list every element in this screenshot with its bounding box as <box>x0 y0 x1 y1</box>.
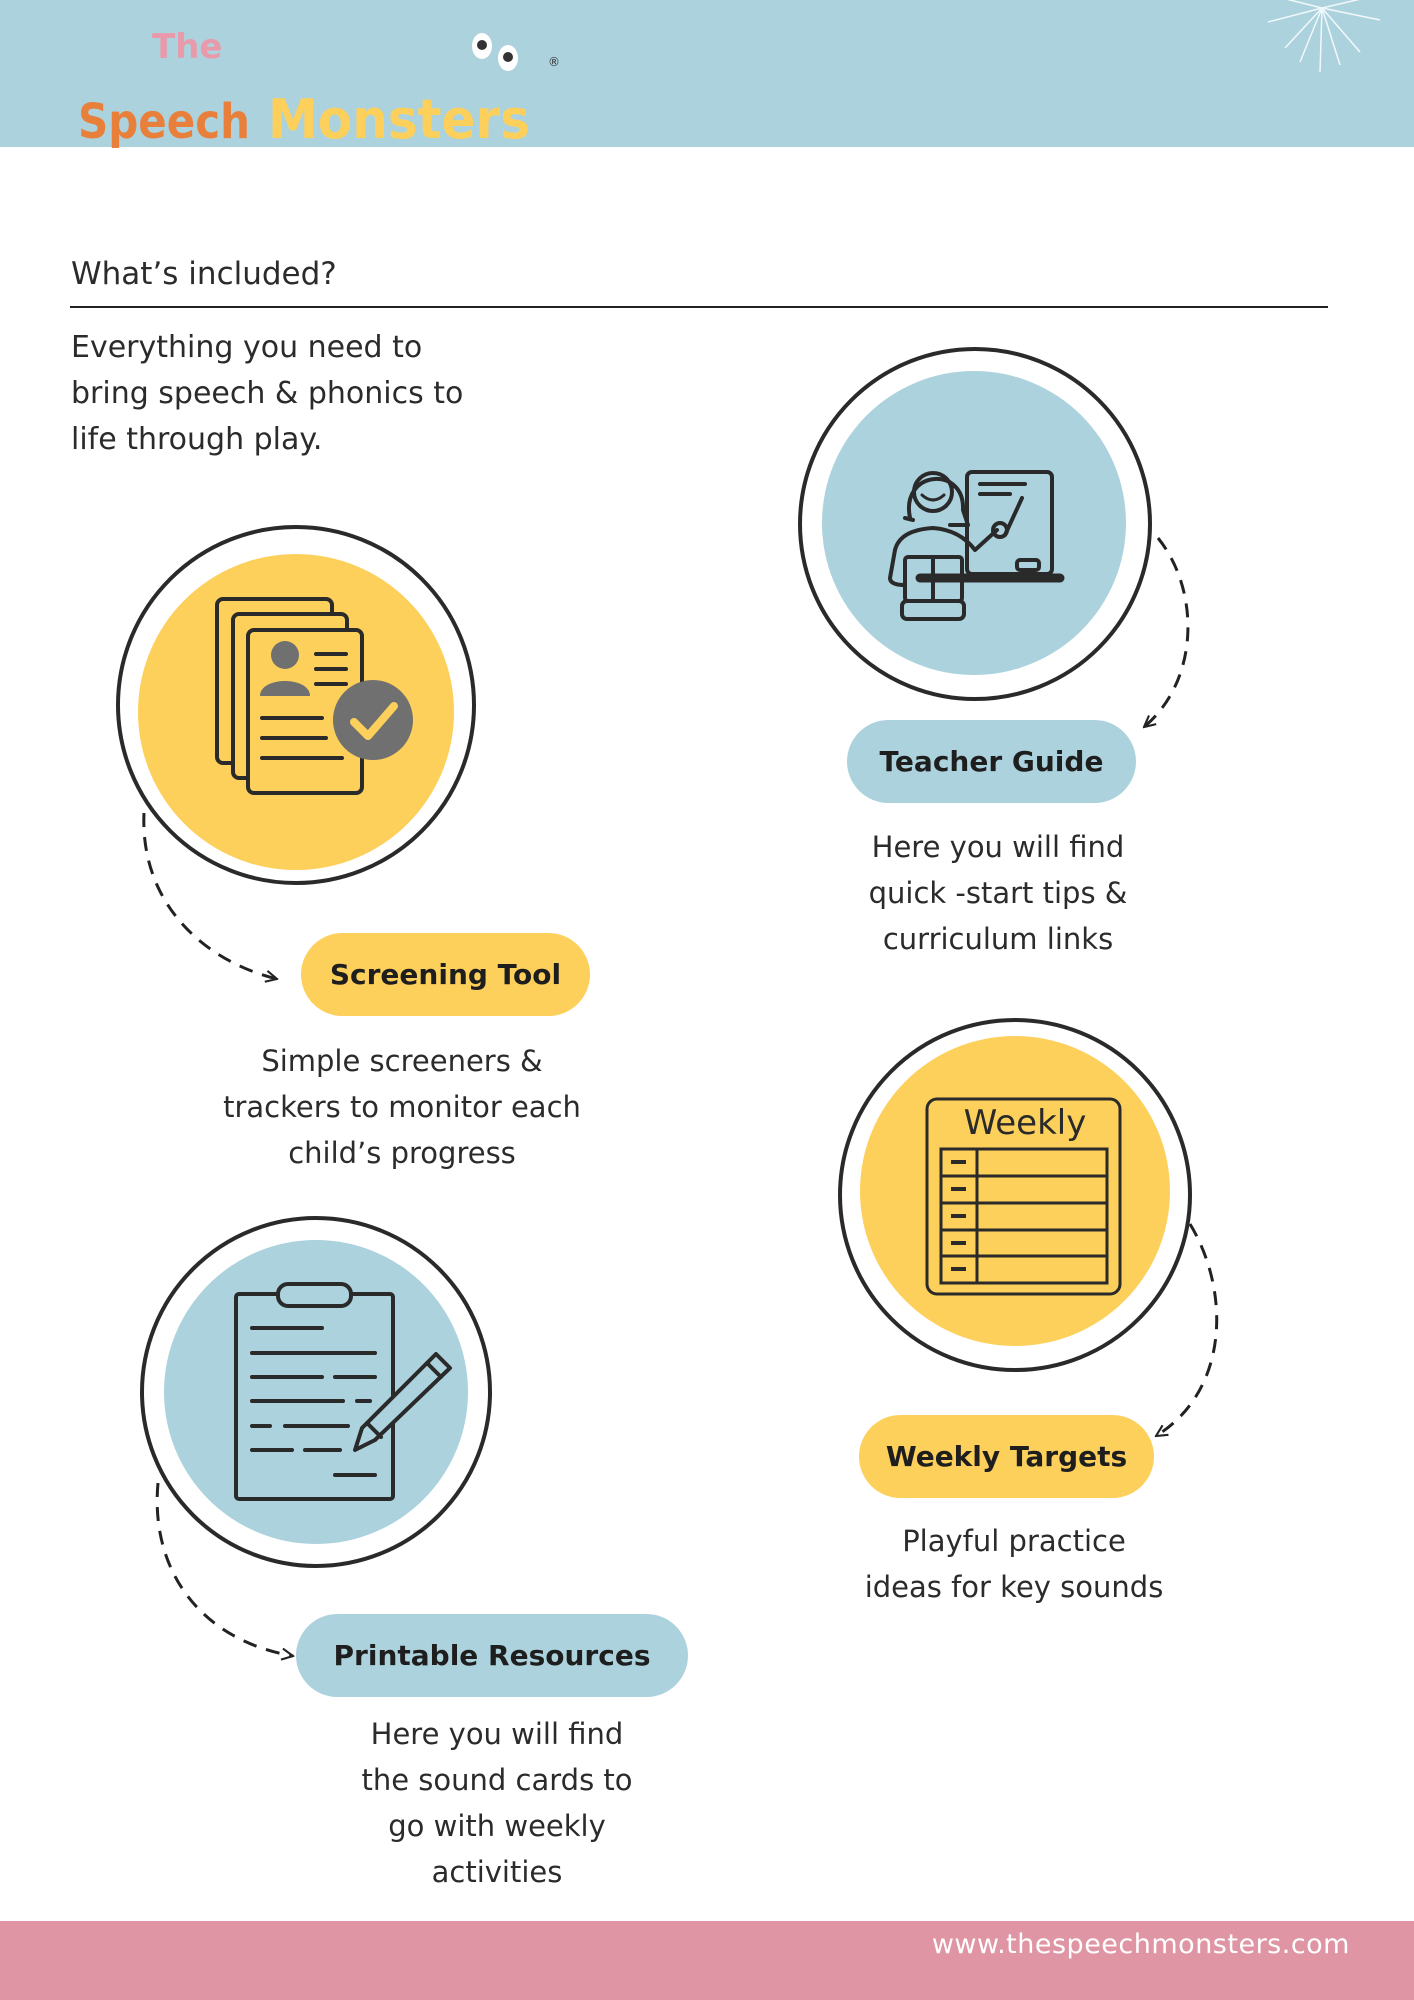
description-line: activities <box>431 1855 563 1889</box>
logo-the: The <box>152 27 222 67</box>
description-line: go with weekly <box>388 1809 606 1843</box>
logo-monsters: Monsters <box>268 88 530 151</box>
weekly-planner-icon: Weekly <box>838 1018 1192 1372</box>
documents-check-icon <box>116 525 476 885</box>
logo-speech: Speech <box>78 94 250 150</box>
screening-tool-label: Screening Tool <box>301 933 590 1016</box>
pupil-icon <box>503 52 513 62</box>
clipboard-pencil-icon <box>140 1216 492 1568</box>
description-line: quick -start tips & <box>868 876 1128 910</box>
footer-banner <box>0 1921 1414 2000</box>
weekly-targets-description: Playful practice ideas for key sounds <box>774 1518 1254 1610</box>
weekly-targets-label: Weekly Targets <box>859 1415 1154 1498</box>
description-line: trackers to monitor each <box>223 1090 581 1124</box>
page-title: What’s included? <box>71 256 337 292</box>
intro-line: Everything you need to <box>71 330 423 365</box>
intro-text: Everything you need to bring speech & ph… <box>71 325 591 463</box>
printable-resources-label: Printable Resources <box>296 1614 688 1697</box>
intro-line: life through play. <box>71 422 323 457</box>
description-line: curriculum links <box>882 922 1114 956</box>
divider <box>70 306 1328 308</box>
header-banner <box>0 0 1414 147</box>
screening-tool-description: Simple screeners & trackers to monitor e… <box>162 1038 642 1176</box>
description-line: Here you will find <box>370 1717 624 1751</box>
website-link[interactable]: www.thespeechmonsters.com <box>931 1929 1350 1960</box>
description-line: Simple screeners & <box>261 1044 543 1078</box>
registered-mark: ® <box>548 55 560 69</box>
teacher-guide-label: Teacher Guide <box>847 720 1136 803</box>
teacher-board-icon <box>798 347 1152 701</box>
dashed-arrow-icon <box>155 1482 293 1656</box>
dashed-arrow-icon <box>1156 1223 1219 1438</box>
description-line: Playful practice <box>902 1524 1126 1558</box>
intro-line: bring speech & phonics to <box>71 376 464 411</box>
printable-resources-description: Here you will find the sound cards to go… <box>257 1711 737 1895</box>
description-line: Here you will find <box>871 830 1125 864</box>
pupil-icon <box>477 40 487 50</box>
dashed-arrow-icon <box>1144 537 1190 727</box>
teacher-guide-description: Here you will find quick -start tips & c… <box>758 824 1238 962</box>
dashed-arrow-icon <box>142 812 277 979</box>
description-line: ideas for key sounds <box>864 1570 1164 1604</box>
description-line: the sound cards to <box>361 1763 633 1797</box>
weekly-icon-text: Weekly <box>964 1103 1087 1143</box>
speech-monsters-logo[interactable]: The Speech Monsters ® <box>0 0 600 160</box>
description-line: child’s progress <box>288 1136 516 1170</box>
